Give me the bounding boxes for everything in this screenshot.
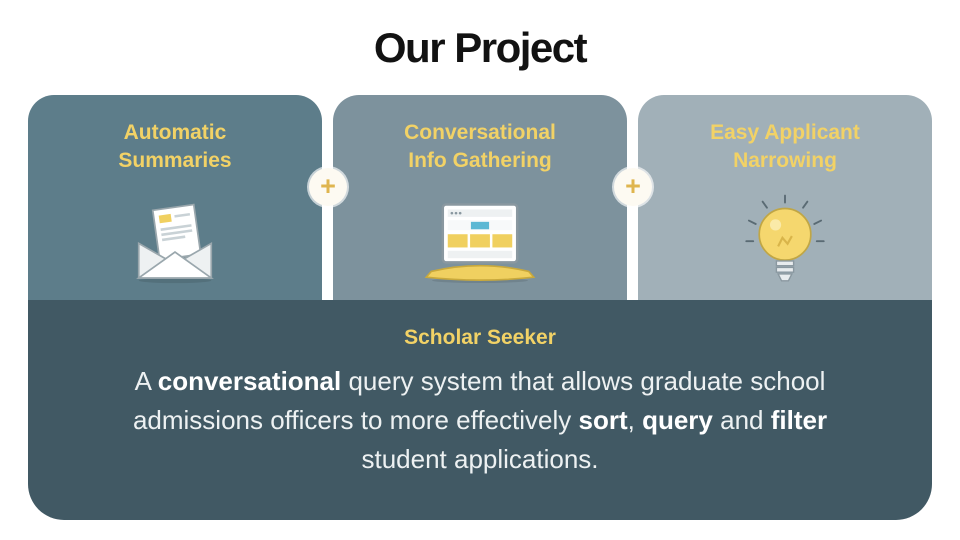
card-automatic-summaries: Automatic Summaries [28, 95, 322, 300]
product-description: A conversational query system that allow… [132, 366, 828, 474]
card-title: Easy Applicant Narrowing [710, 119, 860, 176]
card-title-line: Easy Applicant [710, 121, 860, 144]
laptop-browser-icon [418, 186, 542, 300]
envelope-icon [123, 186, 227, 300]
card-title: Conversational Info Gathering [404, 119, 556, 176]
page-title: Our Project [373, 24, 588, 71]
plus-connector: + [614, 168, 652, 206]
product-name: Scholar Seeker [404, 326, 556, 349]
plus-icon: + [320, 170, 336, 201]
card-title-line: Automatic [123, 121, 227, 144]
card-title-line: Conversational [404, 121, 556, 144]
card-easy-applicant-narrowing: Easy Applicant Narrowing [638, 95, 932, 300]
summary-panel: Scholar Seeker A conversational query sy… [28, 300, 932, 520]
cards-row: Automatic Summaries [28, 95, 932, 300]
plus-connector: + [309, 168, 347, 206]
card-title-line: Info Gathering [408, 149, 552, 173]
card-title-line: Summaries [118, 149, 232, 173]
plus-icon: + [625, 170, 641, 201]
lightbulb-icon [742, 186, 828, 300]
card-title-line: Narrowing [733, 149, 837, 173]
card-conversational-info-gathering: Conversational Info Gathering [333, 95, 627, 300]
card-title: Automatic Summaries [118, 119, 231, 176]
